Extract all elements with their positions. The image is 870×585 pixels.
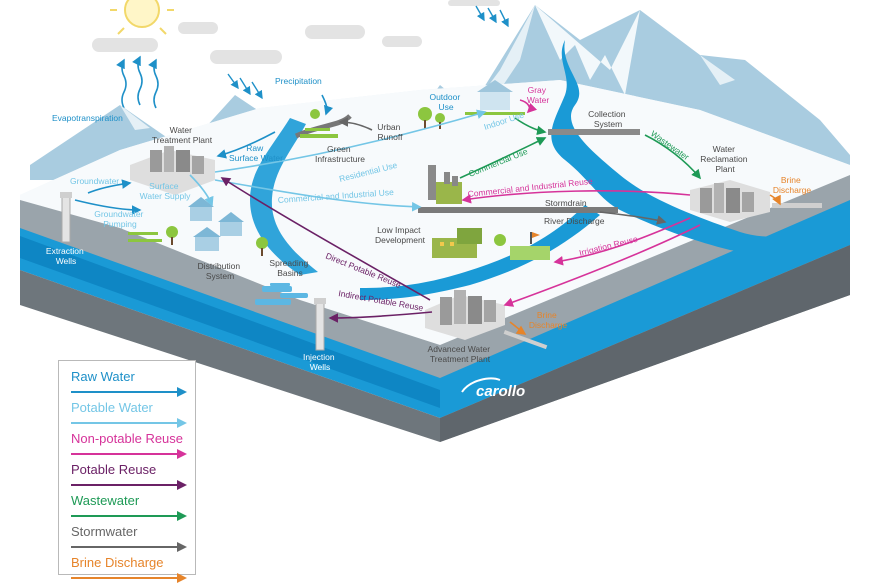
precipitation-arrows [227, 5, 509, 100]
label-raw-surface-water: Raw Surface Water [229, 143, 283, 163]
spreading-basins [255, 283, 308, 305]
water-cycle-diagram: Evapotranspiration Precipitation Urban R… [20, 0, 850, 583]
label-river-discharge: River Discharge [544, 216, 605, 226]
label-brine-discharge-top: Brine Discharge [773, 175, 812, 195]
legend-item: Stormwater [71, 524, 195, 554]
legend-item-label: Raw Water [71, 369, 135, 384]
label-groundwater-pumping: Groundwater Pumping [94, 209, 146, 229]
label-extraction-wells: Extraction Wells [46, 246, 86, 266]
stormdrain-road [418, 207, 618, 213]
legend-item-label: Wastewater [71, 493, 140, 508]
legend-arrow-icon [71, 511, 187, 521]
legend-item: Brine Discharge [71, 555, 195, 585]
residential-house-icon [418, 80, 525, 129]
factory-icon [428, 165, 462, 204]
legend-arrow-icon [71, 418, 187, 428]
ground-layers [20, 175, 850, 442]
label-brine-discharge-bottom: Brine Discharge [529, 310, 568, 330]
advanced-water-treatment-plant-icon [425, 290, 548, 350]
legend-item-label: Brine Discharge [71, 555, 164, 570]
legend-arrow-icon [71, 573, 187, 583]
label-outdoor-use: Outdoor Use [429, 92, 462, 112]
label-stormdrain: Stormdrain [545, 198, 587, 208]
low-impact-development-icon [432, 228, 550, 260]
evaporation-arrows [116, 55, 159, 109]
cloud-icon [92, 0, 500, 64]
legend-item-label: Potable Water [71, 400, 153, 415]
label-precipitation: Precipitation [275, 76, 322, 86]
sun-icon [110, 0, 174, 35]
label-water-treatment-plant: Water Treatment Plant [152, 125, 213, 145]
label-collection-system: Collection System [588, 109, 628, 129]
label-spreading-basins: Spreading Basins [269, 258, 310, 278]
legend-item: Non-potable Reuse [71, 431, 195, 461]
injection-well-icon [314, 298, 326, 351]
collection-system-pipe [548, 129, 640, 135]
legend-arrow-icon [71, 542, 187, 552]
legend-item: Potable Reuse [71, 462, 195, 492]
label-gray-water: Gray Water [527, 85, 550, 105]
carollo-logo: carollo [461, 377, 525, 400]
legend-item-label: Non-potable Reuse [71, 431, 184, 446]
flow-arrows [74, 94, 781, 335]
distribution-system-icon [128, 197, 268, 256]
label-low-impact-development: Low Impact Development [375, 225, 426, 245]
legend-arrow-icon [71, 387, 187, 397]
label-urban-runoff: Urban Runoff [377, 122, 403, 142]
water-reclamation-plant-icon [690, 180, 822, 222]
river [551, 40, 850, 255]
label-surface-water-supply: Surface Water Supply [140, 181, 191, 201]
extraction-well-icon [60, 192, 72, 243]
svg-text:carollo: carollo [476, 383, 525, 400]
label-distribution-system: Distribution System [198, 261, 243, 281]
label-injection-wells: Injection Wells [303, 352, 337, 372]
label-green-infrastructure: Green Infrastructure [315, 144, 365, 164]
legend-arrow-icon [71, 480, 187, 490]
label-water-reclamation-plant: Water Reclamation Plant [700, 144, 750, 174]
legend-item: Potable Water [71, 400, 195, 430]
label-evapotranspiration: Evapotranspiration [52, 113, 123, 123]
legend-item-label: Stormwater [71, 524, 138, 539]
label-groundwater: Groundwater [70, 176, 119, 186]
legend-item: Wastewater [71, 493, 195, 523]
label-advanced-water-treatment-plant: Advanced Water Treatment Plant [428, 344, 493, 364]
legend-item-label: Potable Reuse [71, 462, 157, 477]
legend-arrow-icon [71, 449, 187, 459]
diagram-canvas: Evapotranspiration Precipitation Urban R… [20, 0, 850, 442]
legend-item: Raw Water [71, 369, 195, 399]
water-treatment-plant-icon [130, 146, 215, 195]
